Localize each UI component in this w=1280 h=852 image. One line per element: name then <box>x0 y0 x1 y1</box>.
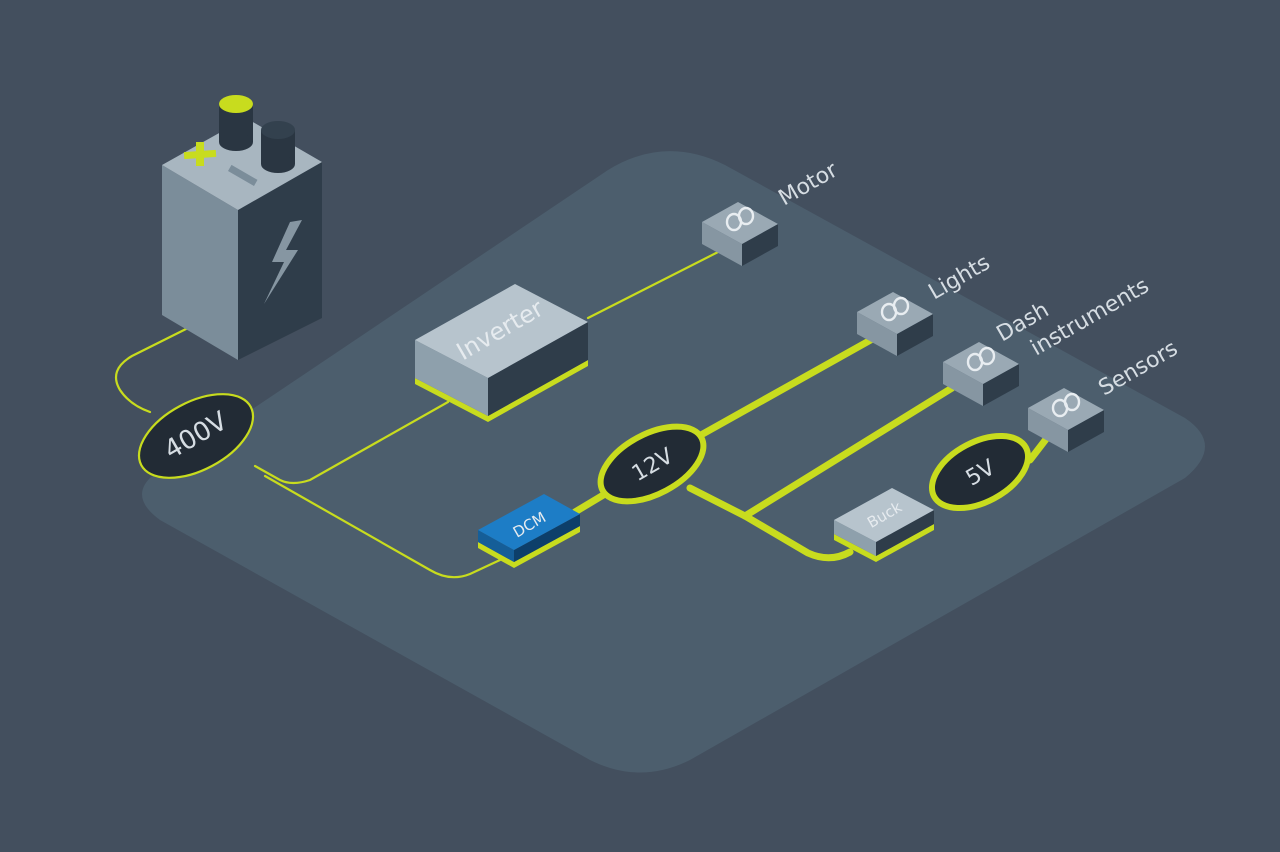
node-400v: 400V <box>137 393 255 479</box>
coil-icon <box>725 206 755 232</box>
lightning-bolt-icon <box>264 220 302 304</box>
buck-top <box>834 488 934 542</box>
wire-battery-to-400v <box>114 320 202 414</box>
positive-terminal <box>219 95 253 151</box>
negative-terminal <box>261 121 295 173</box>
wire-12v-to-branch <box>686 484 854 562</box>
wire-400v-to-inverter <box>253 400 450 485</box>
node-5v: 5V <box>928 432 1032 512</box>
inverter-top <box>415 284 588 378</box>
wire-branch-to-dash <box>741 384 956 520</box>
plus-icon <box>183 142 217 166</box>
wire-dcm-to-12v <box>571 490 609 516</box>
coil-icon <box>966 346 996 372</box>
node-12v: 12V <box>597 423 707 505</box>
wire-inverter-to-motor <box>586 248 724 320</box>
motor-label: Motor <box>775 157 843 211</box>
wire-400v-to-dcm <box>263 474 502 579</box>
wire-12v-to-lights <box>688 333 880 444</box>
coil-icon <box>880 296 910 322</box>
coil-icon <box>1051 392 1081 418</box>
lv-wires <box>571 333 1054 562</box>
battery <box>162 95 322 360</box>
inverter-front <box>415 340 488 416</box>
dcm-top <box>478 494 580 550</box>
battery-front <box>162 165 238 360</box>
dcm-box: DCM <box>478 494 580 568</box>
buck-box: Buck <box>834 488 934 562</box>
hv-wires <box>114 248 724 579</box>
inverter-box: Inverter <box>415 284 588 422</box>
inverter-side <box>488 322 588 416</box>
sensors-label: Sensors <box>1095 336 1183 401</box>
minus-icon <box>228 164 258 186</box>
